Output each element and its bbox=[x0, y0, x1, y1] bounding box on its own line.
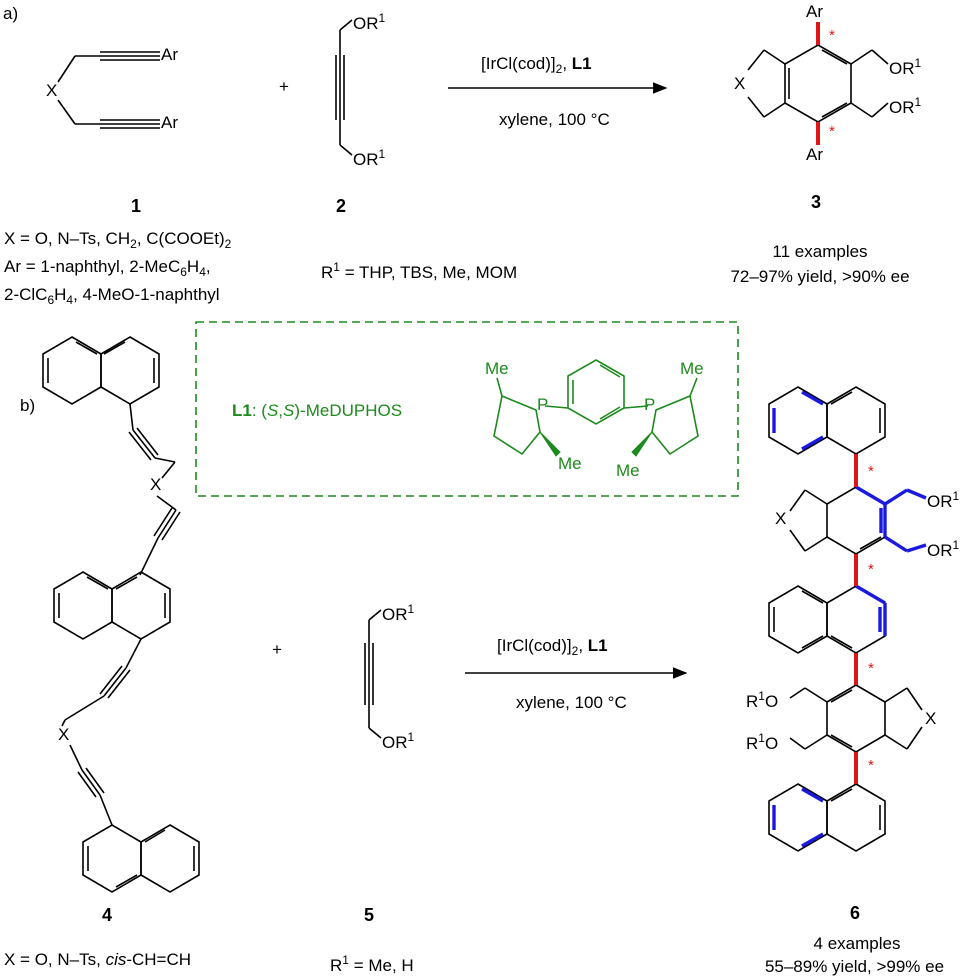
compound-6-structure bbox=[768, 386, 923, 852]
compound-2-structure bbox=[335, 19, 353, 156]
ligand-atom-me-1: Me bbox=[485, 359, 509, 378]
ligand-atom-me-2: Me bbox=[680, 359, 704, 378]
conditions-b: xylene, 100 °C bbox=[516, 693, 627, 712]
highlighted-bonds-6 bbox=[772, 390, 927, 848]
stereo-star-3-top: * bbox=[829, 27, 835, 44]
atom-or1-3-top: OR1 bbox=[889, 56, 922, 78]
atom-r1o-6-1: R1O bbox=[746, 689, 779, 711]
atom-r1o-6-2: R1O bbox=[746, 731, 779, 753]
atom-or1-2-bottom: OR1 bbox=[353, 147, 386, 169]
stereo-star-3-bottom: * bbox=[829, 123, 835, 140]
compound-6-number: 6 bbox=[850, 903, 861, 923]
x-definition-b: X = O, N–Ts, cis-CH=CH bbox=[4, 950, 192, 969]
ligand-name: L1: (S,S)-MeDUPHOS bbox=[232, 401, 403, 420]
compound-4-number: 4 bbox=[102, 905, 113, 925]
atom-ar-1-top: Ar bbox=[161, 45, 178, 64]
atom-x-6-top: X bbox=[775, 509, 787, 528]
conditions-a: xylene, 100 °C bbox=[499, 110, 610, 129]
examples-a: 11 examples bbox=[772, 242, 868, 261]
ligand-structure bbox=[493, 359, 699, 456]
ar-definition-line1: Ar = 1-naphthyl, 2-MeC6H4, bbox=[4, 257, 211, 279]
atom-ar-3-top: Ar bbox=[806, 2, 823, 21]
r1-definition-a: R1 = THP, TBS, Me, MOM bbox=[321, 260, 518, 282]
compound-3-structure bbox=[747, 44, 889, 123]
x-definition-a: X = O, N–Ts, CH2, C(COOEt)2 bbox=[4, 229, 232, 251]
ar-definition-line2: 2-ClC6H4, 4-MeO-1-naphthyl bbox=[4, 285, 220, 307]
plus-sign-b: + bbox=[272, 640, 282, 659]
panel-label-b: b) bbox=[20, 396, 36, 415]
ligand-stereo-wedges bbox=[539, 431, 653, 457]
atom-or1-6-1: OR1 bbox=[927, 489, 960, 511]
atom-x-4-bottom: X bbox=[58, 725, 70, 744]
atom-x-3: X bbox=[734, 74, 746, 93]
compound-5-structure bbox=[364, 609, 382, 739]
stereo-star-6-3: * bbox=[868, 660, 874, 677]
stereo-star-6-2: * bbox=[868, 561, 874, 578]
compound-2-number: 2 bbox=[336, 196, 347, 216]
compound-5-number: 5 bbox=[364, 905, 375, 925]
ligand-atom-me-3: Me bbox=[558, 454, 582, 473]
plus-sign-a: + bbox=[279, 77, 289, 96]
reagents-a: [IrCl(cod)]2, L1 bbox=[481, 54, 592, 76]
stereo-star-6-4: * bbox=[868, 757, 874, 774]
atom-or1-2-top: OR1 bbox=[353, 11, 386, 33]
ligand-box bbox=[195, 321, 739, 497]
atom-or1-5-bottom: OR1 bbox=[382, 730, 415, 752]
atom-x-1: X bbox=[46, 81, 58, 100]
yield-b: 55–89% yield, >99% ee bbox=[764, 957, 945, 976]
panel-label-a: a) bbox=[3, 4, 19, 23]
atom-or1-6-2: OR1 bbox=[927, 538, 960, 560]
r1-definition-b: R1 = Me, H bbox=[330, 953, 414, 975]
atom-or1-5-top: OR1 bbox=[382, 602, 415, 624]
compound-1-structure bbox=[57, 51, 160, 129]
yield-a: 72–97% yield, >90% ee bbox=[730, 267, 910, 286]
compound-1-number: 1 bbox=[131, 196, 142, 216]
atom-ar-3-bottom: Ar bbox=[806, 145, 823, 164]
ligand-atom-p-left: P bbox=[537, 395, 549, 414]
compound-3-number: 3 bbox=[811, 192, 822, 212]
ligand-atom-me-4: Me bbox=[616, 461, 640, 480]
atom-or1-3-bottom: OR1 bbox=[889, 95, 922, 117]
stereo-star-6-1: * bbox=[868, 463, 874, 480]
reagents-b: [IrCl(cod)]2, L1 bbox=[497, 636, 608, 658]
atom-ar-1-bottom: Ar bbox=[161, 113, 178, 132]
ligand-atom-p-right: P bbox=[644, 395, 656, 414]
atom-x-4-top: X bbox=[150, 475, 162, 494]
examples-b: 4 examples bbox=[813, 934, 901, 953]
atom-x-6-bottom: X bbox=[925, 709, 937, 728]
compound-4-structure bbox=[42, 336, 200, 893]
